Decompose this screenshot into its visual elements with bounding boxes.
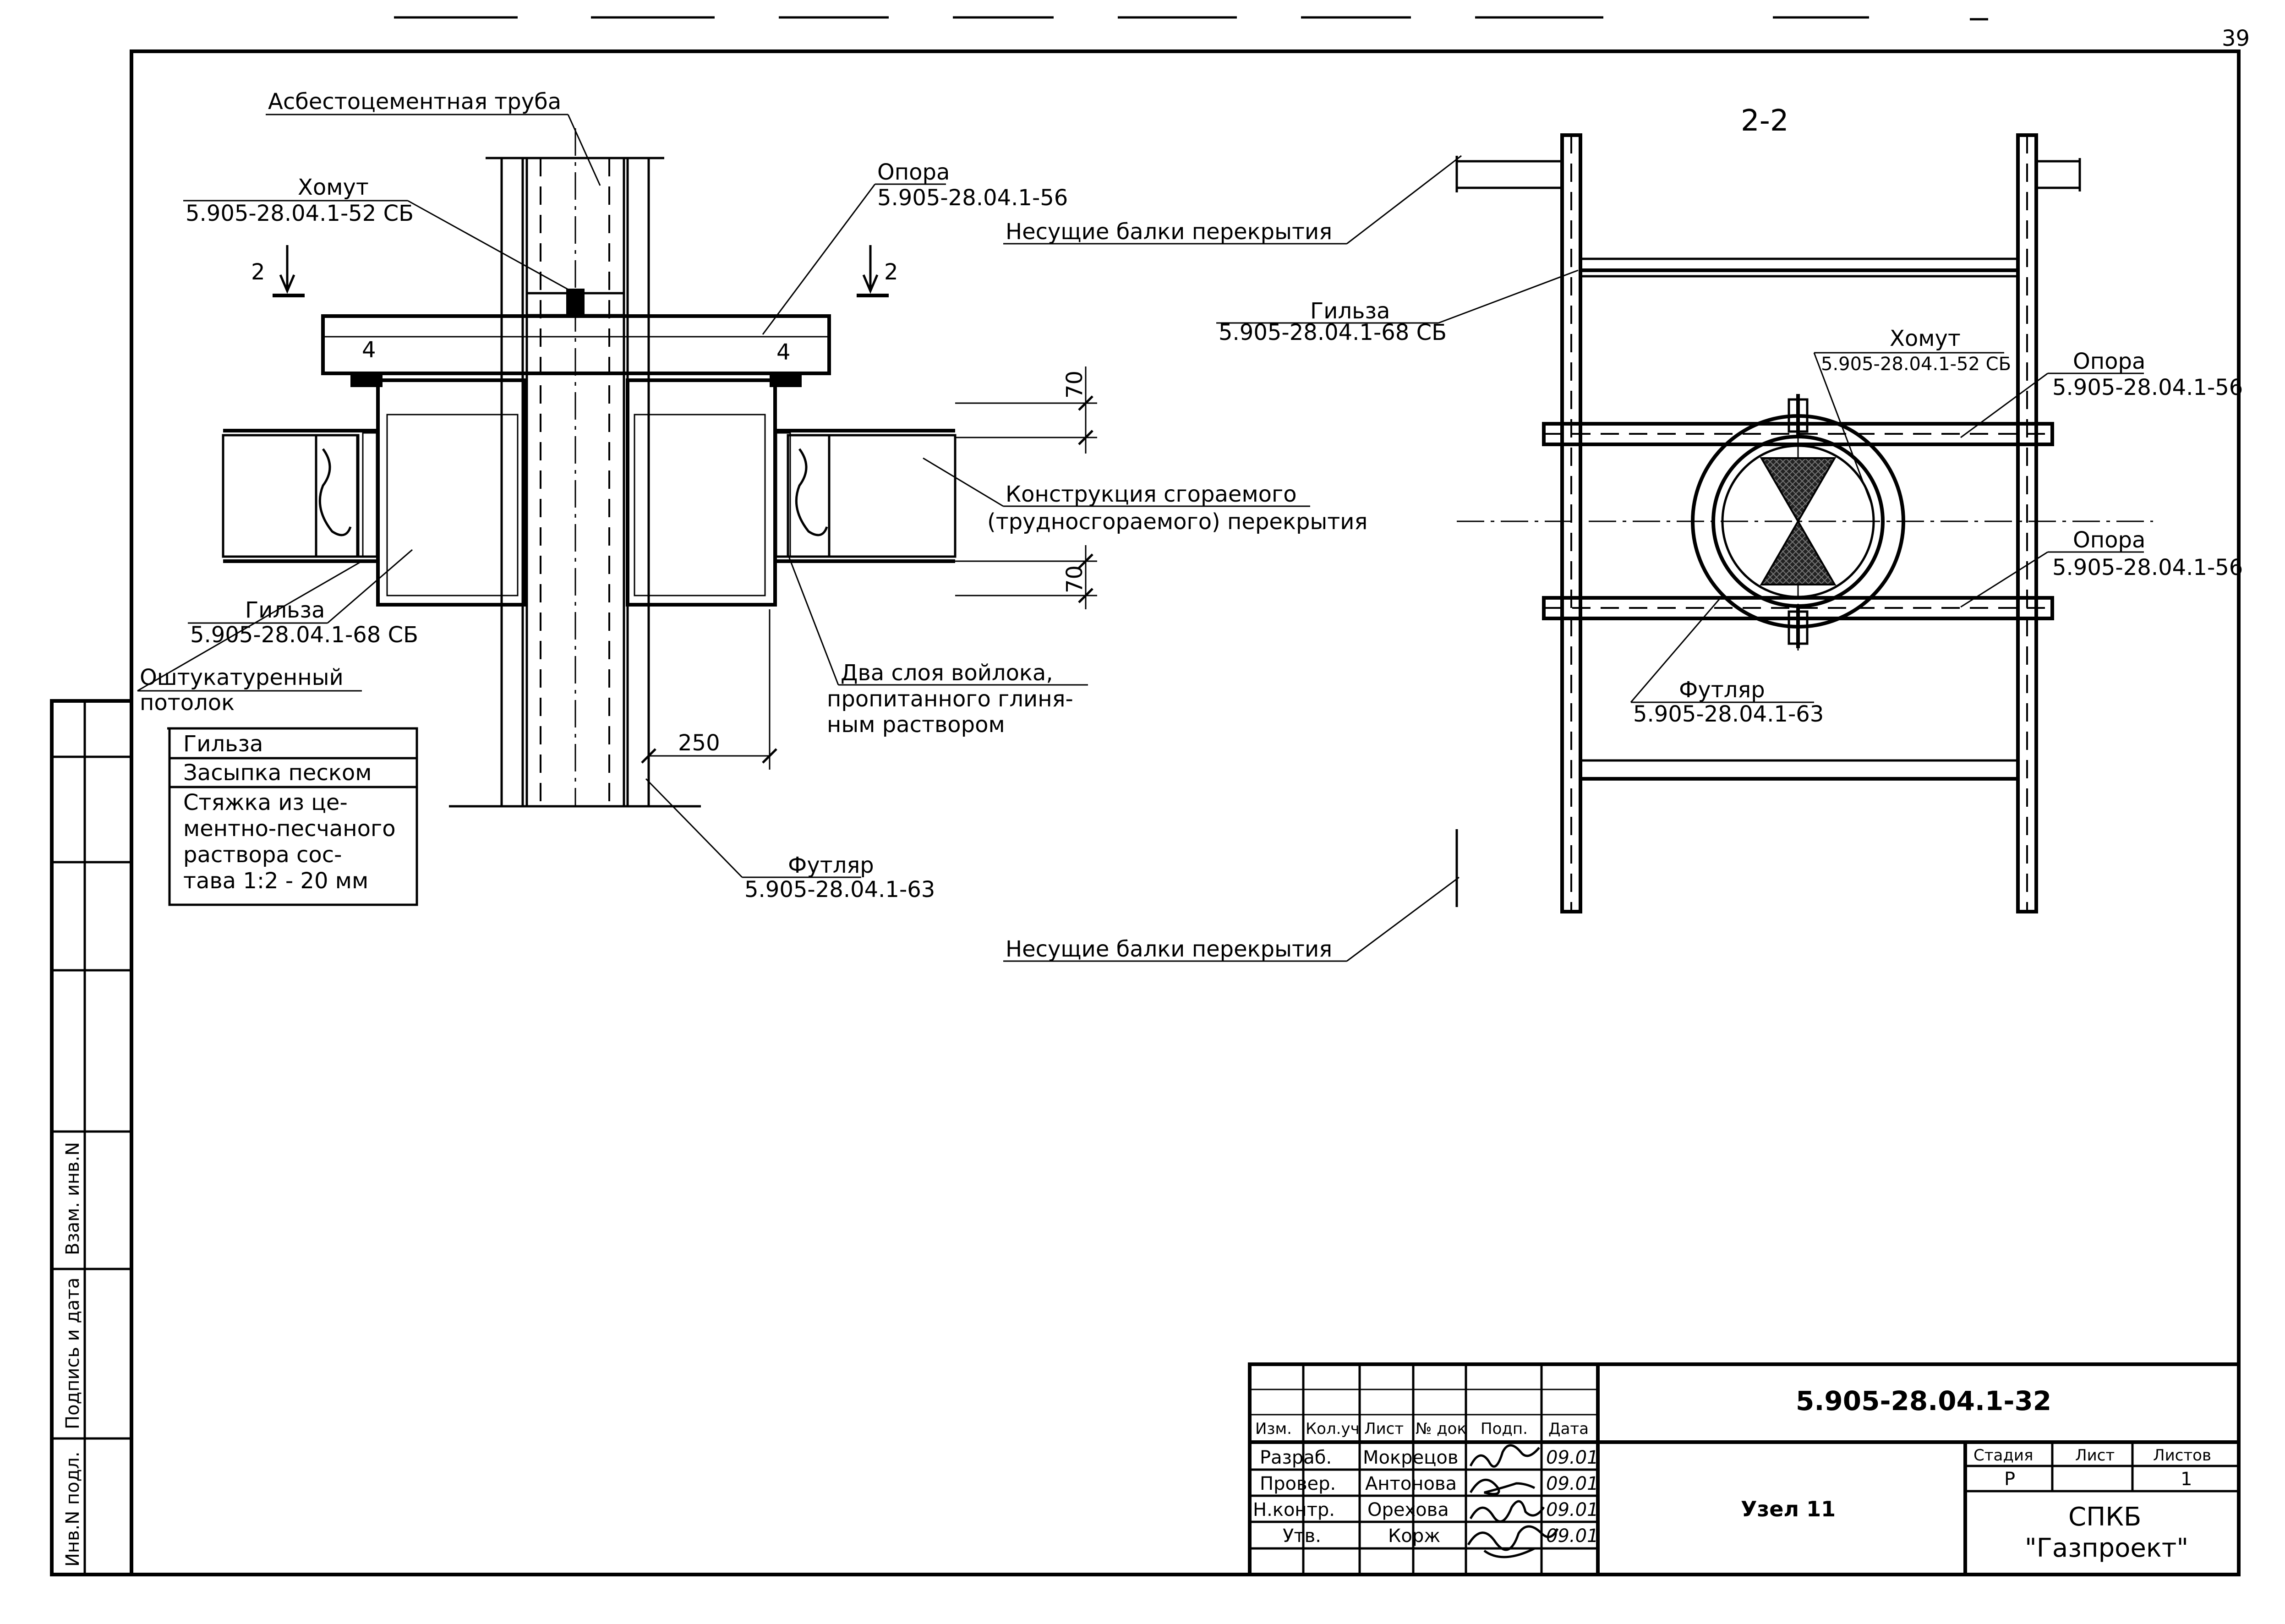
signature-3 <box>1469 1500 1545 1523</box>
legend-row1: Гильза <box>183 731 263 757</box>
sheets-header: Листов <box>2153 1446 2211 1465</box>
section-arrow-left: 2 <box>251 259 265 285</box>
label-support2-title: Опора <box>2073 527 2145 553</box>
row2-role: Провер. <box>1260 1473 1336 1494</box>
label-sleeve-code-right: 5.905-28.04.1-68 СБ <box>1219 320 1447 345</box>
row1-name: Мокрецов <box>1363 1447 1458 1468</box>
dim-70-top: 70 <box>1062 371 1088 399</box>
section-mark: 2-2 <box>1741 104 1789 138</box>
doc-code: 5.905-28.04.1-32 <box>1796 1385 2051 1416</box>
signature-1 <box>1469 1444 1540 1468</box>
legend-row3-line3: раствора сос- <box>183 842 342 868</box>
label-felt-line1: Два слоя войлока, <box>841 660 1053 686</box>
row2-date: 09.01 <box>1546 1473 1599 1494</box>
label-case-title-left: Футляр <box>788 853 874 878</box>
label-support-title: Опора <box>877 159 950 185</box>
row1-date: 09.01 <box>1546 1447 1599 1468</box>
label-ceiling-line1: Оштукатуренный <box>140 665 344 690</box>
label-support1-title: Опора <box>2073 349 2145 374</box>
header-izm: Изм. <box>1255 1420 1292 1438</box>
side-stamp-col1: Взам. инв.N <box>62 1142 83 1255</box>
label-structure-line1: Конструкция сгораемого <box>1006 481 1297 507</box>
label-structure-line2: (трудносгораемого) перекрытия <box>987 509 1367 535</box>
signature-2 <box>1469 1478 1536 1495</box>
row3-role: Н.контр. <box>1253 1499 1335 1520</box>
row2-name: Антонова <box>1365 1473 1457 1494</box>
dim-250: 250 <box>678 730 720 756</box>
left-view: 4 4 70 70 <box>137 89 1367 902</box>
org-line1: СПКБ <box>2068 1502 2141 1532</box>
label-asbestos-pipe: Асбестоцементная труба <box>268 89 561 115</box>
label-beams-bottom: Несущие балки перекрытия <box>1006 936 1332 962</box>
stage-value: Р <box>2004 1469 2015 1490</box>
label-support2-code: 5.905-28.04.1-56 <box>2052 555 2243 580</box>
title-block: 5.905-28.04.1-32 Изм. Кол.уч Лист № док … <box>1248 1362 2241 1576</box>
label-clamp-title: Хомут <box>298 175 369 200</box>
row3-name: Орехова <box>1367 1499 1449 1520</box>
row3-date: 09.01 <box>1546 1499 1599 1520</box>
org-line2: "Газпроект" <box>2025 1533 2188 1563</box>
label-clamp-code: 5.905-28.04.1-52 СБ <box>186 201 414 226</box>
stage-header: Стадия <box>1973 1446 2033 1465</box>
label-support-code: 5.905-28.04.1-56 <box>877 185 1068 211</box>
node-name: Узел 11 <box>1741 1497 1836 1521</box>
label-felt-line3: ным раствором <box>827 712 1005 738</box>
label-support1-code: 5.905-28.04.1-56 <box>2052 375 2243 400</box>
header-ndok: № док <box>1416 1420 1466 1438</box>
sheets-value: 1 <box>2181 1469 2192 1490</box>
header-kolich: Кол.уч <box>1306 1420 1360 1438</box>
section-arrow-right: 2 <box>884 259 898 285</box>
label-clamp-code-right: 5.905-28.04.1-52 СБ <box>1821 354 2011 375</box>
header-podp: Подп. <box>1481 1420 1528 1438</box>
legend-table: Гильза Засыпка песком Стяжка из це- мент… <box>167 727 418 906</box>
row1-role: Разраб. <box>1260 1447 1332 1468</box>
row4-name: Корж <box>1388 1526 1440 1547</box>
row4-date: 09.01 <box>1546 1526 1599 1547</box>
beam-mark-left: 4 <box>362 337 376 363</box>
label-case-title-right: Футляр <box>1679 677 1765 703</box>
label-felt-line2: пропитанного глиня- <box>827 686 1073 712</box>
sleeve-right <box>626 378 777 607</box>
legend-row2: Засыпка песком <box>183 760 372 786</box>
label-case-code-left: 5.905-28.04.1-63 <box>744 877 935 902</box>
legend-row3-line2: ментно-песчаного <box>183 816 396 842</box>
top-edge-dashes <box>394 16 1988 21</box>
legend-row3-line1: Стяжка из це- <box>183 790 348 815</box>
sleeve-left <box>376 378 527 607</box>
side-stamp: Взам. инв.N Подпись и дата Инв.N подл. <box>50 699 133 1576</box>
drawing-frame <box>130 49 2241 1576</box>
label-sleeve-title-right: Гильза <box>1310 298 1390 324</box>
signature-4 <box>1467 1525 1559 1558</box>
header-data: Дата <box>1548 1420 1589 1438</box>
sheet-header: Лист <box>2075 1446 2115 1465</box>
side-stamp-col3: Инв.N подл. <box>62 1451 83 1567</box>
label-clamp-title-right: Хомут <box>1890 326 1961 351</box>
dim-70-bottom: 70 <box>1062 565 1088 593</box>
header-list: Лист <box>1364 1420 1404 1438</box>
row4-role: Утв. <box>1283 1526 1321 1547</box>
support-beam <box>321 314 831 375</box>
label-sleeve-code-left: 5.905-28.04.1-68 СБ <box>190 622 418 648</box>
sheet-number: 39 <box>2222 26 2250 51</box>
label-sleeve-title-left: Гильза <box>245 597 325 623</box>
label-ceiling-line2: потолок <box>140 690 235 716</box>
label-case-code-right: 5.905-28.04.1-63 <box>1633 701 1824 727</box>
right-view: 2-2 <box>1003 104 2243 962</box>
beam-mark-right: 4 <box>776 339 791 365</box>
legend-row3-line4: тава 1:2 - 20 мм <box>183 868 368 894</box>
label-beams-top: Несущие балки перекрытия <box>1006 219 1332 245</box>
side-stamp-col2: Подпись и дата <box>62 1278 83 1429</box>
